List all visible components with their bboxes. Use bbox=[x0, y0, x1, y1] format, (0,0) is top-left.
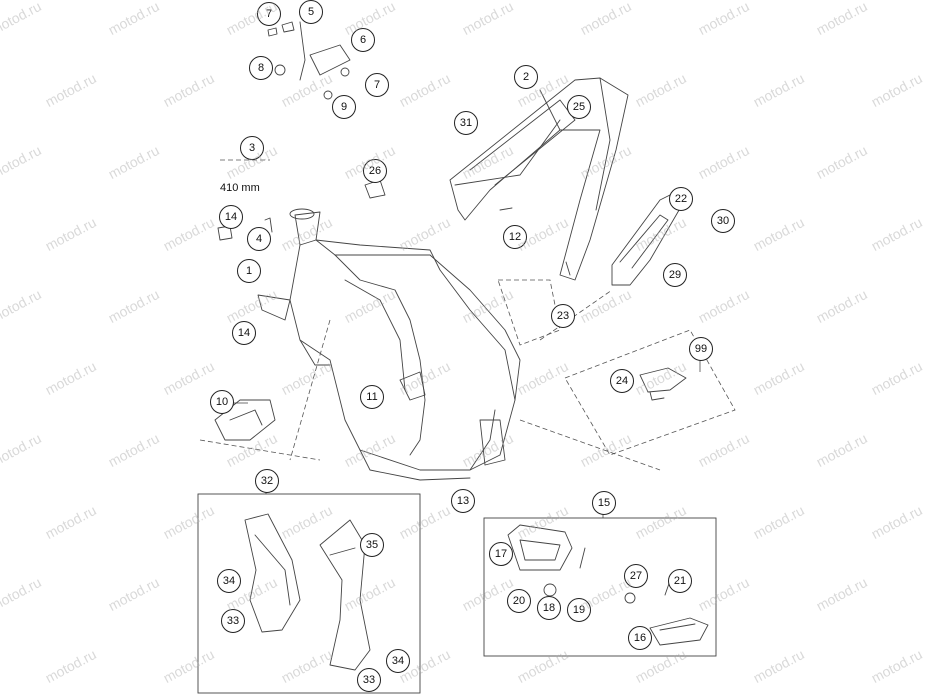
callout-13: 13 bbox=[451, 489, 475, 513]
callout-34: 34 bbox=[217, 569, 241, 593]
callout-19: 19 bbox=[567, 598, 591, 622]
callout-15: 15 bbox=[592, 491, 616, 515]
callout-23: 23 bbox=[551, 304, 575, 328]
callout-4: 4 bbox=[247, 227, 271, 251]
callout-14: 14 bbox=[232, 321, 256, 345]
callout-33: 33 bbox=[357, 668, 381, 692]
callout-10: 10 bbox=[210, 390, 234, 414]
callout-32: 32 bbox=[255, 469, 279, 493]
callout-2: 2 bbox=[514, 65, 538, 89]
callout-7: 7 bbox=[365, 73, 389, 97]
callout-18: 18 bbox=[537, 596, 561, 620]
callout-7: 7 bbox=[257, 2, 281, 26]
callout-35: 35 bbox=[360, 533, 384, 557]
skid-plate-drawing bbox=[639, 367, 687, 401]
callout-8: 8 bbox=[249, 56, 273, 80]
dimension-label: 410 mm bbox=[220, 182, 260, 194]
callout-1: 1 bbox=[237, 259, 261, 283]
callout-17: 17 bbox=[489, 542, 513, 566]
bracket-10-drawing bbox=[214, 399, 276, 441]
group-box-15 bbox=[483, 517, 717, 657]
bracket-22-drawing bbox=[611, 189, 683, 286]
callout-3: 3 bbox=[240, 136, 264, 160]
callout-34: 34 bbox=[386, 649, 410, 673]
callout-27: 27 bbox=[624, 564, 648, 588]
frame-protector-drawing bbox=[244, 513, 371, 671]
callout-24: 24 bbox=[610, 369, 634, 393]
callout-9: 9 bbox=[332, 95, 356, 119]
callout-14: 14 bbox=[219, 205, 243, 229]
subframe-drawing bbox=[449, 77, 629, 281]
callout-99: 99 bbox=[689, 337, 713, 361]
callout-5: 5 bbox=[299, 0, 323, 24]
callout-26: 26 bbox=[363, 159, 387, 183]
callout-20: 20 bbox=[507, 589, 531, 613]
callout-12: 12 bbox=[503, 225, 527, 249]
callout-22: 22 bbox=[669, 187, 693, 211]
callout-29: 29 bbox=[663, 263, 687, 287]
callout-30: 30 bbox=[711, 209, 735, 233]
main-frame-drawing bbox=[257, 208, 521, 481]
callout-11: 11 bbox=[360, 385, 384, 409]
callout-25: 25 bbox=[567, 95, 591, 119]
callout-16: 16 bbox=[628, 626, 652, 650]
callout-33: 33 bbox=[221, 609, 245, 633]
callout-31: 31 bbox=[454, 111, 478, 135]
callout-6: 6 bbox=[351, 28, 375, 52]
callout-21: 21 bbox=[668, 569, 692, 593]
group-box-32 bbox=[197, 493, 421, 694]
